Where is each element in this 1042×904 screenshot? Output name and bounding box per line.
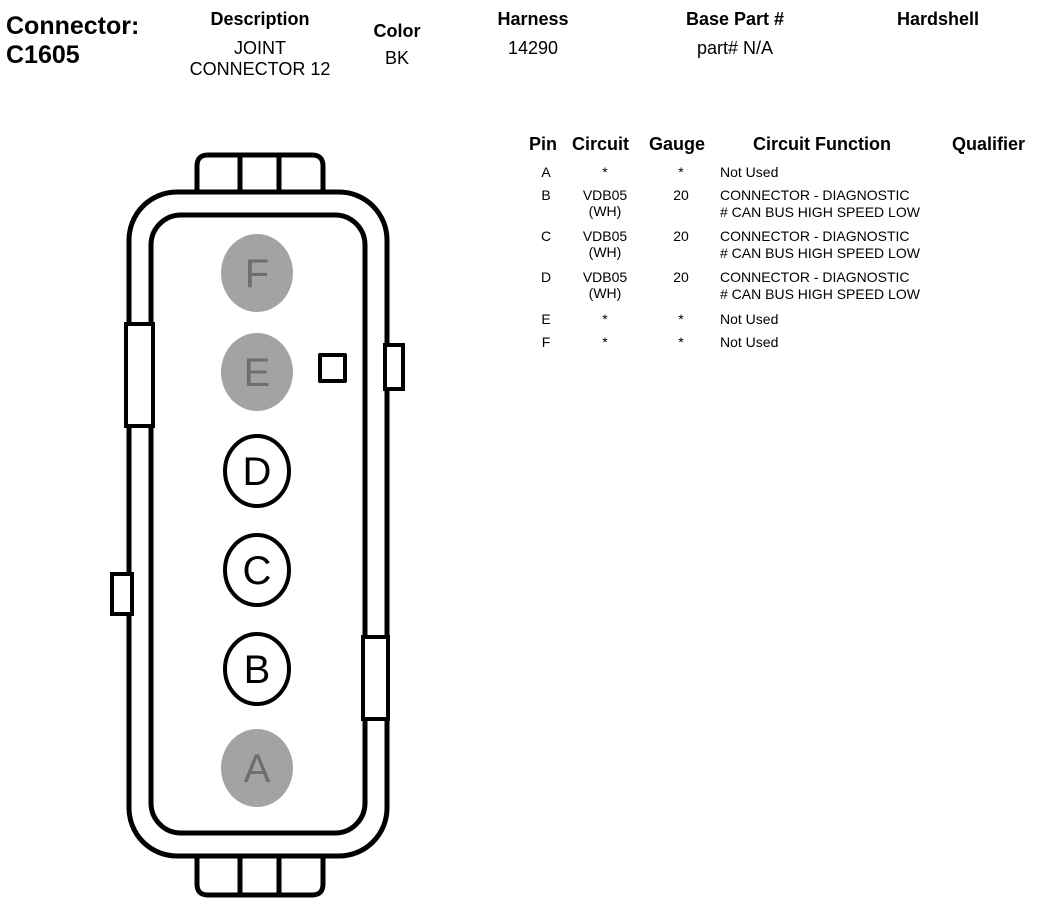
col-circuit-header: Circuit: [572, 134, 630, 154]
col-pin-header: Pin: [529, 134, 558, 154]
function-cell: # CAN BUS HIGH SPEED LOW: [720, 204, 920, 220]
circuit-cell: (WH): [588, 244, 622, 260]
gauge-cell: 20: [673, 269, 689, 285]
function-cell: CONNECTOR - DIAGNOSTIC: [720, 187, 910, 203]
circuit-cell: VDB05: [582, 228, 628, 244]
pin-circle: [223, 632, 291, 706]
base-part-column: Base Part # part# N/A: [660, 8, 810, 59]
pin-cavity-d: D: [223, 434, 291, 508]
pin-label: D: [243, 450, 272, 494]
description-line-2: CONNECTOR 12: [189, 59, 331, 79]
pin-cavity-e: E: [221, 333, 293, 411]
pin-cavity-b: B: [223, 632, 291, 706]
pin-circle: [221, 234, 293, 312]
gauge-cell: *: [678, 164, 684, 180]
gauge-cell: 20: [673, 228, 689, 244]
col-gauge-header: Gauge: [649, 134, 706, 154]
pin-label: C: [243, 549, 272, 593]
function-cell: Not Used: [720, 311, 779, 327]
pin-circle: [223, 533, 291, 607]
harness-label: Harness: [497, 9, 569, 29]
color-label: Color: [373, 21, 421, 41]
hardshell-column: Hardshell: [870, 8, 1006, 38]
hardshell-label: Hardshell: [896, 9, 980, 29]
function-cell: CONNECTOR - DIAGNOSTIC: [720, 269, 910, 285]
function-cell: Not Used: [720, 334, 779, 350]
pin-cavity-f: F: [221, 234, 293, 312]
gauge-cell: *: [678, 334, 684, 350]
gauge-cell: *: [678, 311, 684, 327]
base-part-value: part# N/A: [696, 38, 774, 58]
description-label: Description: [210, 9, 310, 29]
circuit-cell: (WH): [588, 203, 622, 219]
circuit-cell: VDB05: [582, 269, 628, 285]
connector-side-features: [110, 322, 405, 721]
pin-cell: A: [541, 164, 551, 180]
connector-outline: [126, 152, 390, 898]
circuit-cell: *: [602, 311, 608, 327]
pin-circle: [221, 333, 293, 411]
connector-title: Connector: C1605: [6, 12, 139, 70]
color-value: BK: [384, 48, 409, 68]
pin-cell: B: [541, 187, 551, 203]
connector-label: Connector:: [6, 12, 140, 40]
pin-label: E: [244, 351, 271, 395]
pin-cell: E: [541, 311, 551, 327]
harness-value: 14290: [507, 38, 559, 58]
description-column: Description JOINT CONNECTOR 12: [170, 8, 350, 80]
function-cell: # CAN BUS HIGH SPEED LOW: [720, 245, 920, 261]
col-qualifier-header: Qualifier: [952, 134, 1026, 154]
base-part-label: Base Part #: [685, 9, 785, 29]
pin-label: A: [244, 747, 271, 791]
pin-circle: [221, 729, 293, 807]
color-column: Color BK: [357, 20, 437, 69]
pin-cell: D: [540, 269, 552, 285]
pin-cavities: F E D C B A: [221, 234, 293, 807]
pin-label: F: [245, 252, 269, 296]
pin-label: B: [244, 648, 271, 692]
harness-column: Harness 14290: [470, 8, 596, 59]
function-cell: CONNECTOR - DIAGNOSTIC: [720, 228, 910, 244]
circuit-cell: (WH): [588, 285, 622, 301]
pin-cell: C: [540, 228, 552, 244]
pin-cavity-a: A: [221, 729, 293, 807]
function-cell: Not Used: [720, 164, 779, 180]
circuit-cell: *: [602, 164, 608, 180]
circuit-cell: *: [602, 334, 608, 350]
pin-circle: [223, 434, 291, 508]
circuit-cell: VDB05: [582, 187, 628, 203]
col-function-header: Circuit Function: [753, 134, 891, 154]
function-cell: # CAN BUS HIGH SPEED LOW: [720, 286, 920, 302]
pin-cell: F: [541, 334, 551, 350]
pin-cavity-c: C: [223, 533, 291, 607]
description-line-1: JOINT: [234, 38, 286, 58]
connector-id: C1605: [6, 41, 80, 69]
gauge-cell: 20: [673, 187, 689, 203]
